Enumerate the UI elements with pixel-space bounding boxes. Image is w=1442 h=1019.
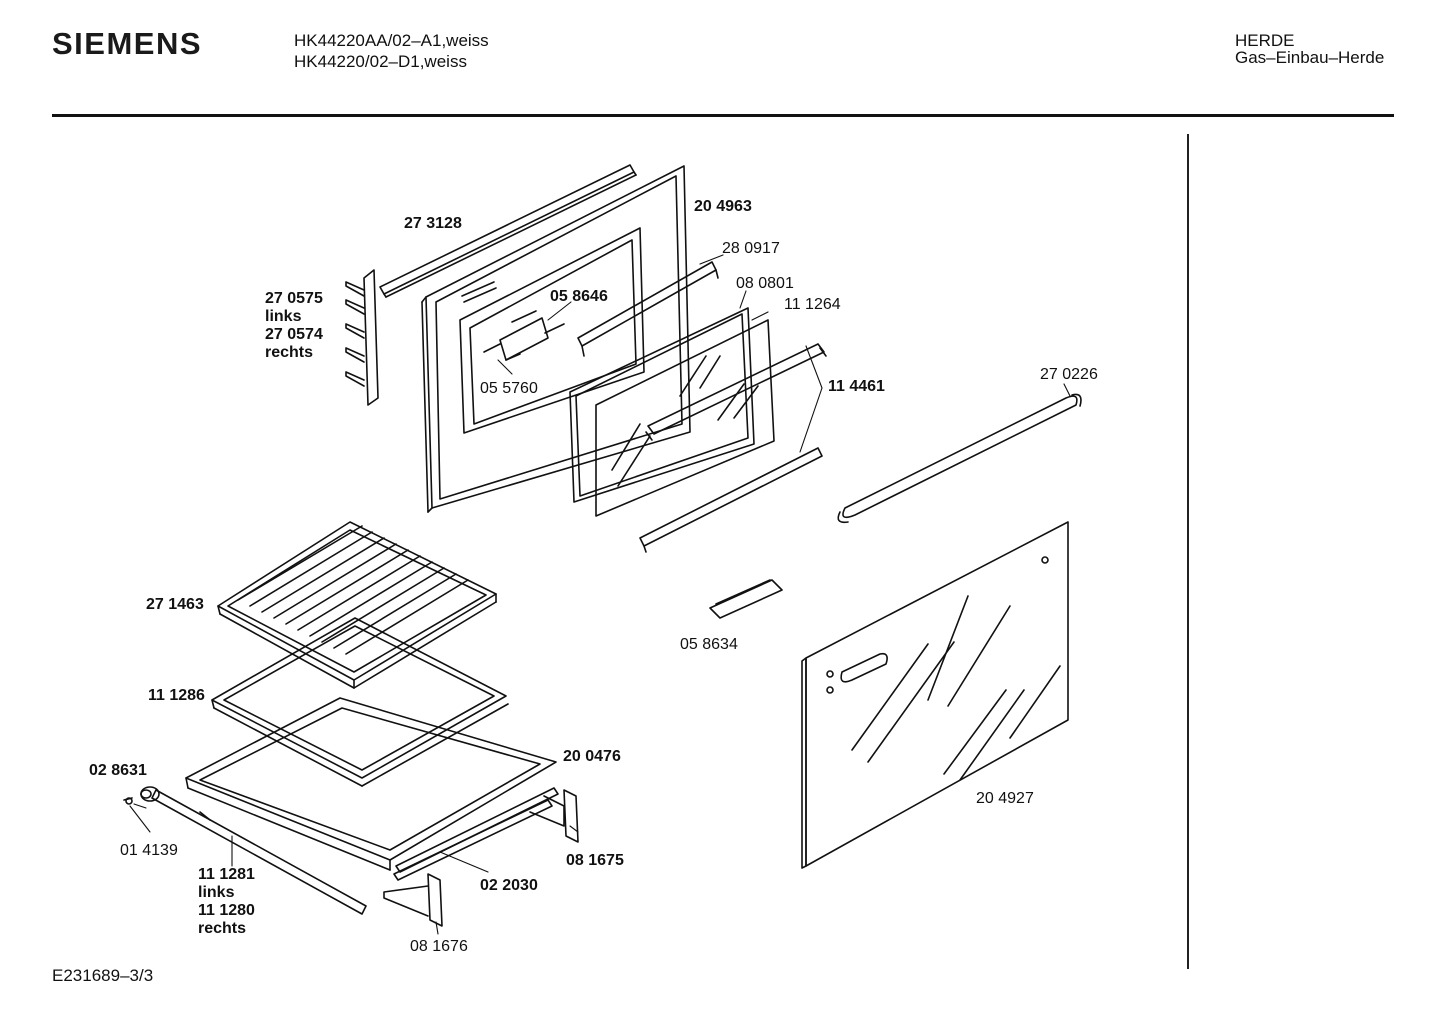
part-knob — [123, 786, 160, 805]
label-part-270226: 27 0226 — [1040, 366, 1098, 383]
label-links-2: links — [198, 884, 235, 901]
part-clip — [709, 579, 783, 619]
part-side-rack — [345, 269, 379, 406]
label-part-270575: 27 0575 — [265, 290, 323, 307]
leader-lines — [129, 254, 1071, 935]
part-door-frame — [421, 165, 691, 513]
right-margin-divider — [1187, 134, 1189, 969]
part-door-handle — [837, 393, 1082, 524]
label-part-111264: 11 1264 — [784, 296, 841, 313]
header-divider — [52, 114, 1394, 117]
drawing-id: E231689–3/3 — [52, 966, 154, 985]
label-part-058634: 05 8634 — [680, 636, 738, 653]
part-inner-glass — [595, 319, 775, 517]
label-part-081676: 08 1676 — [410, 938, 468, 955]
label-links-1: links — [265, 308, 302, 325]
label-part-111281: 11 1281 — [198, 866, 255, 883]
label-part-014139: 01 4139 — [120, 842, 178, 859]
part-trim-strip — [393, 799, 553, 881]
part-glass-holder-bottom — [639, 447, 823, 553]
label-part-028631: 02 8631 — [89, 762, 147, 779]
label-part-111280: 11 1280 — [198, 902, 255, 919]
part-outer-glass-door — [801, 521, 1069, 869]
label-part-273128: 27 3128 — [404, 215, 462, 232]
label-part-204927: 20 4927 — [976, 790, 1034, 807]
part-door-seal — [569, 307, 755, 503]
part-bracket-right — [395, 787, 579, 873]
label-part-055760: 05 5760 — [480, 380, 538, 397]
label-part-022030: 02 2030 — [480, 877, 538, 894]
label-part-271463: 27 1463 — [146, 596, 204, 613]
label-part-200476: 20 0476 — [563, 748, 621, 765]
label-rechts-2: rechts — [198, 920, 247, 937]
label-rechts-1: rechts — [265, 344, 314, 361]
label-part-111286: 11 1286 — [148, 687, 205, 704]
category-label: HERDE — [1235, 31, 1295, 50]
part-baking-tray — [211, 617, 509, 787]
label-part-081675: 08 1675 — [566, 852, 624, 869]
label-part-080801: 08 0801 — [736, 275, 794, 292]
label-part-280917: 28 0917 — [722, 240, 780, 257]
part-bracket-left — [383, 873, 443, 927]
part-hinge-bracket — [483, 310, 565, 361]
label-part-270574: 27 0574 — [265, 326, 323, 343]
part-side-runner — [151, 789, 367, 915]
part-glass-holder-top — [645, 343, 827, 441]
subcategory-label: Gas–Einbau–Herde — [1235, 48, 1385, 67]
model-line-1: HK44220AA/02–A1,weiss — [294, 31, 489, 50]
label-part-204963: 20 4963 — [694, 198, 752, 215]
part-top-rail — [379, 164, 637, 298]
brand-logo: SIEMENS — [52, 26, 203, 61]
part-support-bar — [577, 261, 719, 357]
model-line-2: HK44220/02–D1,weiss — [294, 52, 467, 71]
label-part-058646: 05 8646 — [550, 288, 608, 305]
part-wire-shelf — [217, 521, 497, 689]
label-part-114461: 11 4461 — [828, 378, 885, 395]
part-bottom-frame — [185, 697, 557, 871]
